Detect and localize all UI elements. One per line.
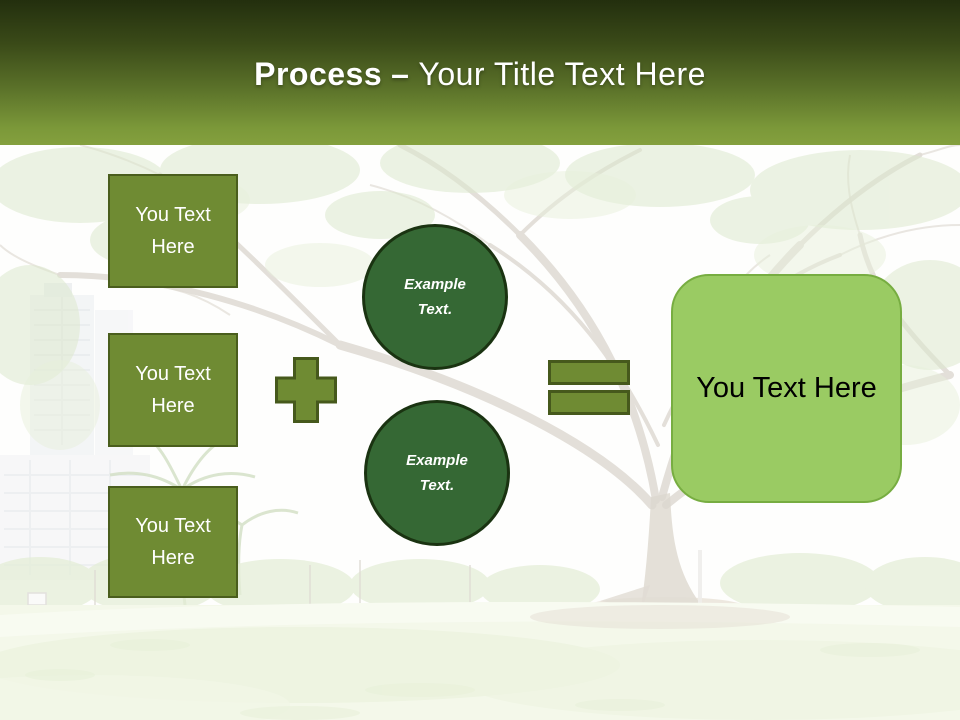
example-circle-1-label: Example Text. (404, 275, 466, 319)
plus-icon (275, 357, 337, 428)
title-separator: – (391, 56, 410, 92)
header-band: Process–Your Title Text Here (0, 0, 960, 145)
title-highlight: Process (254, 56, 383, 92)
equals-icon (548, 360, 630, 421)
input-box-3-label: You Text Here (135, 515, 211, 569)
example-circle-2: Example Text. (364, 400, 510, 546)
title-rest: Your Title Text Here (418, 56, 706, 92)
input-box-2: You Text Here (108, 333, 238, 447)
result-box-label: You Text Here (696, 372, 877, 404)
input-box-3: You Text Here (108, 486, 238, 598)
input-box-1: You Text Here (108, 174, 238, 288)
input-box-2-label: You Text Here (135, 363, 211, 417)
input-box-1-label: You Text Here (135, 204, 211, 258)
slide-title: Process–Your Title Text Here (0, 56, 960, 93)
result-box: You Text Here (671, 274, 902, 503)
example-circle-1: Example Text. (362, 224, 508, 370)
example-circle-2-label: Example Text. (406, 451, 468, 495)
